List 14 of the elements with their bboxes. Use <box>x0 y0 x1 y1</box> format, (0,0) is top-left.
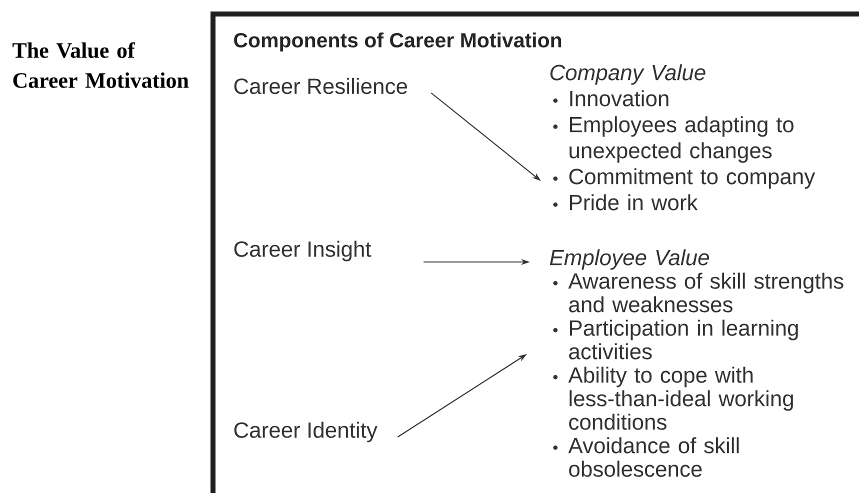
component-label: Career Identity <box>234 422 378 442</box>
bullet-item: Commitment to company <box>553 168 816 189</box>
bullet-item: Ability to cope with less-than-ideal working conditions <box>553 366 793 430</box>
component-label: Career Resilience <box>234 78 408 94</box>
list-heading: Employee Value <box>550 249 709 270</box>
bullet-item: Avoidance of skill obsolescence <box>553 437 739 477</box>
bullet-item: Awareness of skill strengths and weaknesses <box>553 272 844 312</box>
bullet-item: Participation in learning activities <box>553 320 798 360</box>
bullet-item: Pride in work <box>553 194 698 210</box>
component-label: Career Insight <box>234 240 372 262</box>
bullet-item: Employees adapting to unexpected changes <box>553 116 794 163</box>
list-heading: Company Value <box>550 64 706 85</box>
heading: The Value of Career Motivation <box>12 42 189 88</box>
bullet-item: Innovation <box>553 90 668 106</box>
